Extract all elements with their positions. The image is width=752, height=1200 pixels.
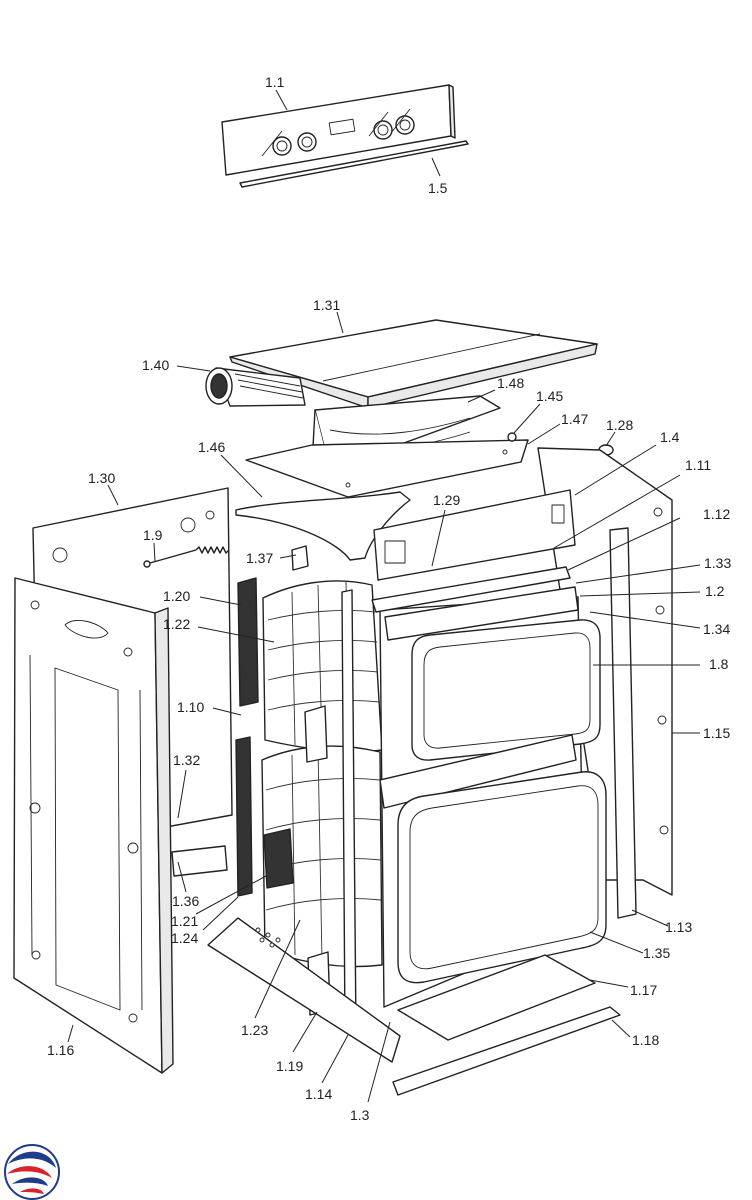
callout-1-18: 1.18 bbox=[632, 1032, 659, 1048]
callout-1-48: 1.48 bbox=[497, 375, 524, 391]
callout-1-13: 1.13 bbox=[665, 919, 692, 935]
callout-1-46: 1.46 bbox=[198, 439, 225, 455]
callout-1-9: 1.9 bbox=[143, 527, 163, 543]
callout-1-35: 1.35 bbox=[643, 945, 670, 961]
control-panel bbox=[221, 84, 456, 176]
door-spring bbox=[143, 546, 230, 568]
right-side-rail bbox=[609, 527, 637, 919]
callout-1-2: 1.2 bbox=[705, 583, 725, 599]
left-side-panel bbox=[13, 577, 174, 1074]
screw-1-45 bbox=[507, 432, 517, 442]
insulation-strip-lower bbox=[235, 736, 253, 897]
callout-1-11: 1.11 bbox=[685, 457, 711, 473]
callout-1-30: 1.30 bbox=[88, 470, 115, 486]
callout-1-45: 1.45 bbox=[536, 388, 563, 404]
callout-1-29: 1.29 bbox=[433, 492, 460, 508]
callout-1-20: 1.20 bbox=[163, 588, 190, 604]
leader-lines bbox=[67, 89, 701, 1103]
callout-labels: 1.1 1.5 1.31 1.40 1.48 1.45 1.47 1.28 1.… bbox=[47, 74, 731, 1123]
callout-1-14: 1.14 bbox=[305, 1086, 332, 1102]
control-panel-trim-strip bbox=[239, 140, 469, 188]
callout-1-24: 1.24 bbox=[171, 930, 198, 946]
callout-1-4: 1.4 bbox=[660, 429, 680, 445]
vent-trim-1-2 bbox=[384, 586, 579, 641]
callout-1-32: 1.32 bbox=[173, 752, 200, 768]
callout-1-3: 1.3 bbox=[350, 1107, 370, 1123]
callout-1-47: 1.47 bbox=[561, 411, 588, 427]
insulation-block bbox=[263, 828, 294, 889]
lower-oven-door-gasket bbox=[397, 771, 607, 984]
small-bracket bbox=[291, 545, 309, 571]
callout-1-23: 1.23 bbox=[241, 1022, 268, 1038]
callout-1-15: 1.15 bbox=[703, 725, 730, 741]
bottom-kick-strip bbox=[392, 1006, 621, 1096]
top-mounting-plate bbox=[245, 439, 529, 498]
callout-1-17: 1.17 bbox=[630, 982, 657, 998]
callout-1-1: 1.1 bbox=[265, 74, 285, 90]
callout-1-34: 1.34 bbox=[703, 621, 730, 637]
callout-1-16: 1.16 bbox=[47, 1042, 74, 1058]
callout-1-22: 1.22 bbox=[163, 616, 190, 632]
callout-1-28: 1.28 bbox=[606, 417, 633, 433]
vent-trim-1-33 bbox=[371, 566, 571, 613]
bottom-trim-plate bbox=[397, 954, 596, 1041]
upper-oven-door-gasket bbox=[411, 619, 601, 761]
callout-1-21: 1.21 bbox=[171, 913, 198, 929]
callout-1-12: 1.12 bbox=[703, 506, 730, 522]
callout-1-40: 1.40 bbox=[142, 357, 169, 373]
callout-1-8: 1.8 bbox=[709, 656, 729, 672]
callout-1-10: 1.10 bbox=[177, 699, 204, 715]
callout-1-31: 1.31 bbox=[313, 297, 340, 313]
callout-1-5: 1.5 bbox=[428, 180, 448, 196]
base-tray bbox=[207, 917, 401, 1063]
control-bracket bbox=[373, 489, 576, 581]
callout-1-19: 1.19 bbox=[276, 1058, 303, 1074]
upper-door-hinge bbox=[304, 705, 328, 763]
lower-vent-panel bbox=[379, 734, 577, 809]
side-bracket bbox=[171, 845, 228, 877]
callout-1-37: 1.37 bbox=[246, 550, 273, 566]
callout-1-36: 1.36 bbox=[172, 893, 199, 909]
swirl-logo-icon bbox=[4, 1144, 60, 1200]
callout-1-33: 1.33 bbox=[704, 555, 731, 571]
insulation-strip-upper bbox=[237, 577, 259, 707]
cooling-fan bbox=[205, 367, 306, 407]
